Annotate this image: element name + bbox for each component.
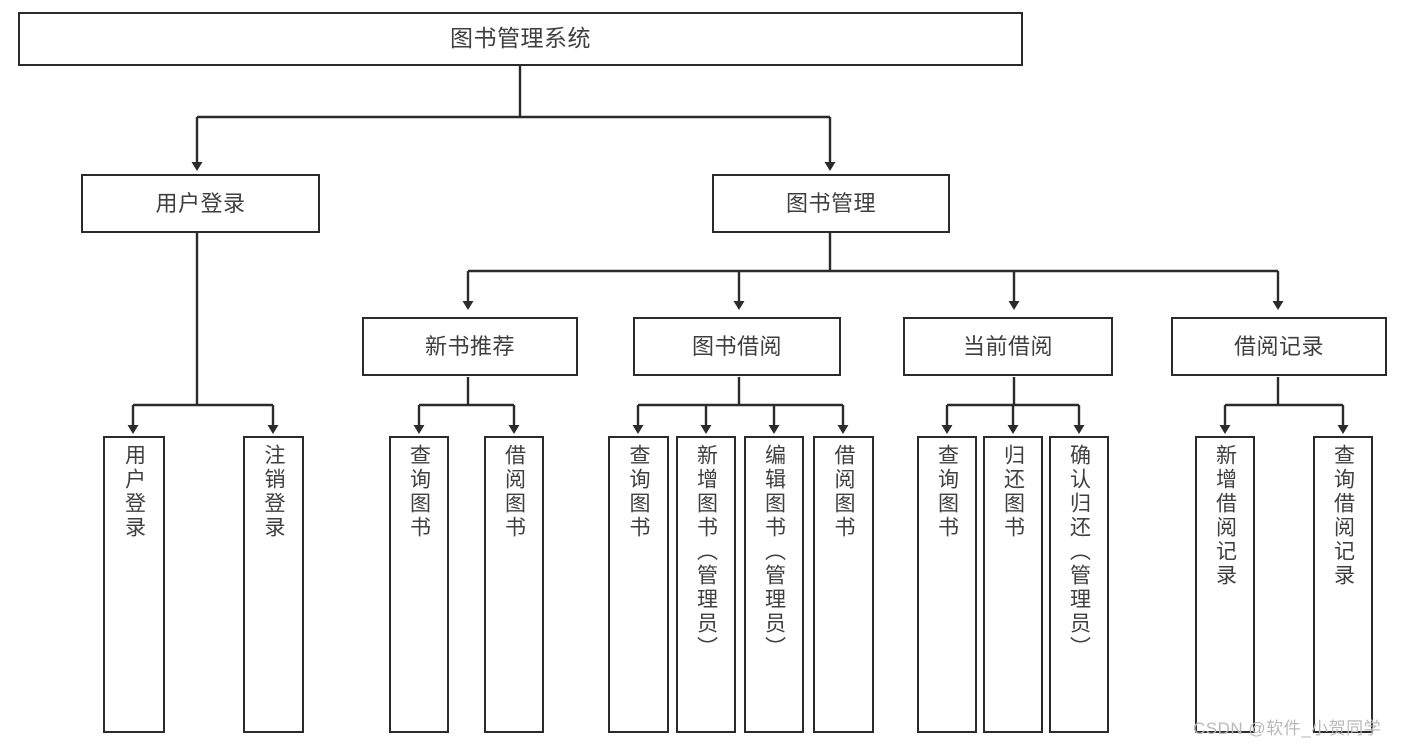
leaf-query-borrow-record[interactable]: 查询借阅记录: [1313, 436, 1373, 733]
node-label: 图书管理系统: [450, 25, 591, 52]
node-current-borrow[interactable]: 当前借阅: [903, 317, 1113, 376]
node-label: 借阅图书: [502, 444, 526, 540]
leaf-query-book-recommend[interactable]: 查询图书: [389, 436, 449, 733]
node-label: 图书借阅: [691, 333, 782, 359]
leaf-user-login[interactable]: 用户登录: [103, 436, 165, 733]
node-label: 用户登录: [122, 444, 146, 540]
node-label: 确认归还（管理员）: [1067, 444, 1091, 660]
node-label: 图书管理: [785, 190, 876, 216]
leaf-return-book[interactable]: 归还图书: [983, 436, 1043, 733]
node-label: 新书推荐: [424, 333, 515, 359]
csdn-watermark: CSDN @软件_小贺同学: [1193, 719, 1382, 738]
node-label: 查询图书: [935, 444, 959, 540]
node-label: 查询借阅记录: [1331, 444, 1355, 588]
node-label: 编辑图书（管理员）: [762, 444, 786, 660]
node-label: 查询图书: [407, 444, 431, 540]
leaf-borrow-book[interactable]: 借阅图书: [813, 436, 874, 733]
node-label: 查询图书: [627, 444, 650, 540]
node-label: 借阅图书: [832, 444, 855, 540]
node-label: 借阅记录: [1233, 333, 1324, 359]
node-label: 注销登录: [262, 444, 285, 540]
node-new-book-recommend[interactable]: 新书推荐: [362, 317, 578, 376]
leaf-logout-login[interactable]: 注销登录: [243, 436, 304, 733]
node-user-login[interactable]: 用户登录: [81, 174, 320, 233]
leaf-add-book-admin[interactable]: 新增图书（管理员）: [676, 436, 736, 733]
node-book-borrow[interactable]: 图书借阅: [633, 317, 841, 376]
node-label: 用户登录: [155, 190, 246, 216]
node-label: 新增图书（管理员）: [694, 444, 718, 660]
node-label: 归还图书: [1001, 444, 1025, 540]
node-label: 新增借阅记录: [1213, 444, 1237, 588]
node-borrow-record[interactable]: 借阅记录: [1171, 317, 1387, 376]
node-root-book-management-system[interactable]: 图书管理系统: [18, 12, 1023, 66]
node-book-management[interactable]: 图书管理: [712, 174, 950, 233]
leaf-borrow-book-recommend[interactable]: 借阅图书: [484, 436, 544, 733]
leaf-query-book-current[interactable]: 查询图书: [917, 436, 977, 733]
leaf-confirm-return-admin[interactable]: 确认归还（管理员）: [1049, 436, 1109, 733]
leaf-edit-book-admin[interactable]: 编辑图书（管理员）: [744, 436, 804, 733]
leaf-query-book-borrow[interactable]: 查询图书: [608, 436, 669, 733]
node-label: 当前借阅: [962, 333, 1053, 359]
leaf-add-borrow-record[interactable]: 新增借阅记录: [1195, 436, 1255, 733]
